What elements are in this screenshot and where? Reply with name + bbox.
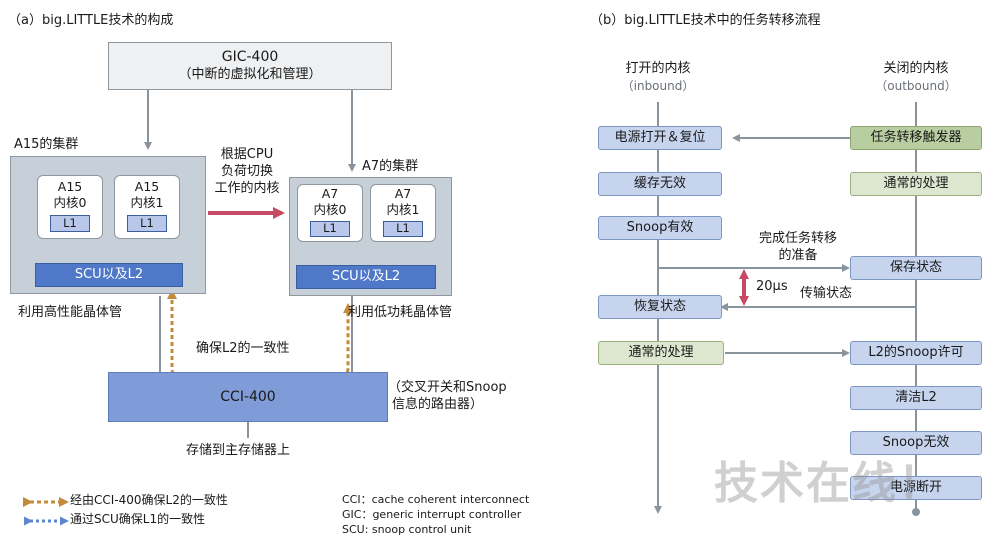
a15-caption: 利用高性能晶体管 (18, 305, 123, 320)
switch-label-line2: 负荷切换 (220, 164, 273, 179)
main-memory-label: 存储到主存储器上 (186, 443, 291, 458)
step-save-state-label: 保存状态 (889, 260, 942, 275)
step-inbound-normal: 通常的处理 (598, 341, 724, 365)
step-power-on-reset: 电源打开＆复位 (598, 126, 722, 150)
a15-core1-l1-label: L1 (140, 216, 154, 230)
step-task-trigger-label: 任务转移触发器 (870, 130, 962, 145)
step-outbound-normal-label: 通常的处理 (883, 176, 949, 191)
step-outbound-normal: 通常的处理 (850, 172, 982, 196)
inbound-core-title: 打开的内核 (625, 61, 691, 76)
a15-core1-name: A15 (134, 179, 160, 194)
cci-400-label: CCI-400 (220, 389, 276, 405)
legend-scu-label: 通过SCU确保L1的一致性 (70, 512, 206, 526)
step-cache-invalidate: 缓存无效 (598, 172, 722, 196)
step-clean-l2-label: 清洁L2 (895, 390, 937, 405)
cci-400-box: CCI-400 (108, 372, 388, 422)
step-inbound-normal-label: 通常的处理 (628, 345, 694, 360)
a15-core1-label: 内核1 (130, 195, 164, 210)
legend-cci-label: 经由CCI-400确保L2的一致性 (70, 493, 228, 507)
step-power-on-reset-label: 电源打开＆复位 (614, 130, 706, 145)
step-power-off-label: 电源断开 (889, 480, 942, 495)
l2-coherency-label: 确保L2的一致性 (196, 341, 290, 356)
power-off-end-dot (912, 508, 920, 516)
switch-label-line1: 根据CPU (220, 147, 274, 162)
transfer-state-label: 传输状态 (800, 286, 853, 301)
step-l2-snoop-permit: L2的Snoop许可 (850, 341, 982, 365)
step-snoop-disable-label: Snoop无效 (882, 435, 950, 450)
a7-caption: 利用低功耗晶体管 (348, 305, 453, 320)
right-panel-title: （b）big.LITTLE技术中的任务转移流程 (590, 13, 821, 28)
a7-core1-name: A7 (394, 186, 412, 201)
step-restore-state-label: 恢复状态 (633, 299, 686, 314)
a7-cluster-title: A7的集群 (362, 159, 419, 174)
gic-400-description: （中断的虚拟化和管理） (178, 67, 322, 82)
outbound-core-title: 关闭的内核 (883, 61, 949, 76)
step-l2-snoop-permit-label: L2的Snoop许可 (868, 345, 964, 360)
glossary-cci: CCI：cache coherent interconnect (342, 493, 530, 506)
step-cache-invalidate-label: 缓存无效 (633, 176, 686, 191)
a15-scu-l2-label: SCU以及L2 (74, 267, 144, 282)
a7-core1-l1: L1 (383, 221, 423, 237)
a7-core0-l1: L1 (310, 221, 350, 237)
left-panel-title: （a）big.LITTLE技术的构成 (8, 13, 174, 28)
gic-400-label: GIC-400 (221, 49, 279, 65)
step-clean-l2: 清洁L2 (850, 386, 982, 410)
cci-400-note-line2: 信息的路由器） (392, 397, 484, 412)
a7-core0-l1-label: L1 (323, 221, 337, 235)
a15-scu-l2: SCU以及L2 (35, 263, 183, 287)
a15-core0-name: A15 (57, 179, 83, 194)
a15-core1: A15 内核1 L1 (114, 175, 180, 239)
ready-label-line1: 完成任务转移 (758, 231, 837, 246)
step-snoop-disable: Snoop无效 (850, 431, 982, 455)
a15-core0: A15 内核0 L1 (37, 175, 103, 239)
glossary-scu: SCU: snoop control unit (342, 523, 472, 536)
a7-core0: A7 内核0 L1 (297, 184, 363, 242)
a7-scu-l2-label: SCU以及L2 (331, 269, 401, 284)
a15-core0-l1: L1 (50, 215, 90, 232)
step-power-off: 电源断开 (850, 476, 982, 500)
a7-scu-l2: SCU以及L2 (296, 265, 436, 289)
a15-core1-l1: L1 (127, 215, 167, 232)
step-restore-state: 恢复状态 (598, 295, 722, 319)
glossary-gic: GIC：generic interrupt controller (342, 508, 522, 521)
a7-core1-label: 内核1 (386, 202, 420, 217)
watermark: 技术在线！ (714, 458, 944, 509)
a15-cluster-title: A15的集群 (14, 137, 79, 152)
ready-label-line2: 的准备 (778, 248, 818, 263)
a15-core0-l1-label: L1 (63, 216, 77, 230)
a7-core1: A7 内核1 L1 (370, 184, 436, 242)
step-snoop-enable-label: Snoop有效 (626, 220, 694, 235)
time-span-label: 20μs (756, 279, 788, 294)
step-save-state: 保存状态 (850, 256, 982, 280)
a7-core0-label: 内核0 (313, 202, 347, 217)
outbound-core-subtitle: （outbound） (875, 79, 957, 93)
gic-400-box: GIC-400 （中断的虚拟化和管理） (108, 42, 392, 90)
step-snoop-enable: Snoop有效 (598, 216, 722, 240)
a15-core0-label: 内核0 (53, 195, 87, 210)
step-task-trigger: 任务转移触发器 (850, 126, 982, 150)
inbound-core-subtitle: （inbound） (621, 79, 695, 93)
l2-coherency-dotted (167, 286, 353, 380)
cci-400-note-line1: （交叉开关和Snoop (388, 380, 507, 395)
a7-core1-l1-label: L1 (396, 221, 410, 235)
switch-label-line3: 工作的内核 (214, 181, 280, 196)
a7-core0-name: A7 (321, 186, 339, 201)
